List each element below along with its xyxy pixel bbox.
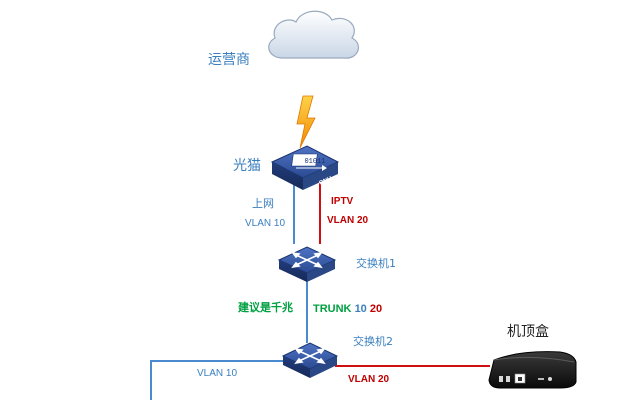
link-switch2-left bbox=[150, 360, 283, 400]
isp-label: 运营商 bbox=[208, 52, 250, 68]
link-internet-label: 上网 bbox=[252, 197, 274, 210]
left-vlan10-label: VLAN 10 bbox=[197, 368, 238, 379]
lightning-icon bbox=[296, 95, 316, 149]
trunk-vlan20: 20 bbox=[369, 303, 383, 315]
trunk-text: TRUNK bbox=[313, 303, 352, 315]
link-iptv-label: IPTV bbox=[331, 196, 354, 207]
onu-badge: 01011 bbox=[304, 158, 325, 166]
onu-icon: 01011 ONU bbox=[270, 145, 340, 190]
stb-vlan20-label: VLAN 20 bbox=[348, 374, 390, 385]
set-top-box-icon bbox=[488, 351, 577, 389]
switch1-label: 交换机1 bbox=[356, 257, 396, 270]
trunk-vlan10: 10 bbox=[354, 303, 367, 315]
link-vlan20-label: VLAN 20 bbox=[327, 215, 369, 226]
switch1-icon bbox=[277, 246, 337, 282]
switch2-label: 交换机2 bbox=[353, 335, 393, 348]
gigabit-note: 建议是千兆 bbox=[238, 302, 293, 314]
link-vlan10-label: VLAN 10 bbox=[245, 218, 286, 229]
onu-tag: ONU bbox=[318, 176, 333, 187]
onu-label: 光猫 bbox=[233, 158, 261, 174]
trunk-label: TRUNK 10 20 bbox=[313, 304, 382, 315]
stb-label: 机顶盒 bbox=[507, 324, 549, 340]
switch2-icon bbox=[281, 342, 339, 378]
cloud-icon bbox=[268, 10, 360, 59]
